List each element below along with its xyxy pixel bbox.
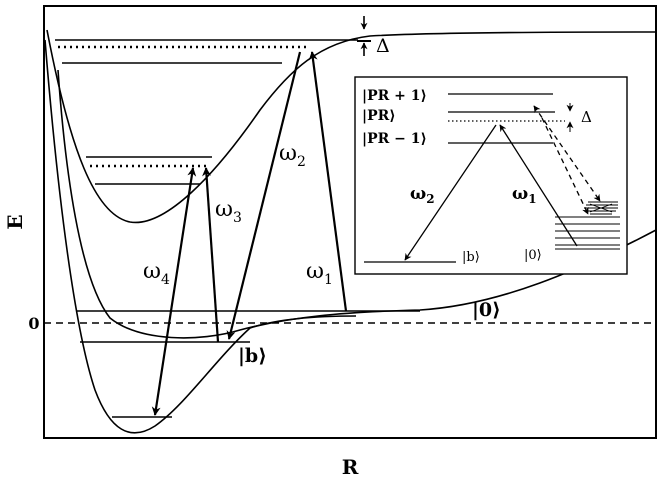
upper-potential-curve: [46, 29, 657, 224]
omega3-label: ω3: [215, 197, 242, 226]
inset-pr-plus-label: |PR + 1⟩: [362, 88, 427, 104]
plot-frame: [43, 5, 657, 439]
omega1-label: ω1: [306, 259, 333, 288]
state-zero-label: |0⟩: [472, 299, 501, 321]
state-b-label: |b⟩: [238, 345, 267, 367]
inset-dashed-arrow: [533, 105, 601, 202]
omega3-arrow: [202, 167, 220, 343]
y-axis-label: E: [3, 214, 27, 229]
inset-delta-label: Δ: [581, 108, 592, 126]
zero-tick-label: 0: [28, 314, 39, 333]
omega4-label: ω4: [143, 259, 170, 288]
omega1-arrow: [308, 51, 348, 312]
delta-label: Δ: [376, 35, 390, 57]
inset-state-b-label: |b⟩: [462, 250, 480, 265]
inset-state-zero-label: |0⟩: [524, 248, 542, 263]
omega2-label: ω2: [279, 141, 306, 170]
lower-potential-curve: [44, 39, 357, 434]
inset: Δ |PR + 1⟩ |PR⟩ |PR − 1⟩ ω2 ω1 |b⟩ |0⟩: [354, 76, 628, 275]
inset-pr-minus-label: |PR − 1⟩: [362, 131, 427, 147]
inset-pr-label: |PR⟩: [362, 108, 396, 124]
middle-potential-curve: [57, 69, 657, 339]
inset-omega2-arrow: [404, 124, 497, 261]
omega2-arrow: [226, 51, 302, 340]
x-axis-label: R: [342, 455, 359, 478]
inset-level-bundle: [584, 201, 618, 215]
inset-omega2-label: ω2: [410, 184, 435, 206]
inset-omega1-label: ω1: [512, 184, 537, 206]
omega4-arrow: [151, 167, 197, 416]
